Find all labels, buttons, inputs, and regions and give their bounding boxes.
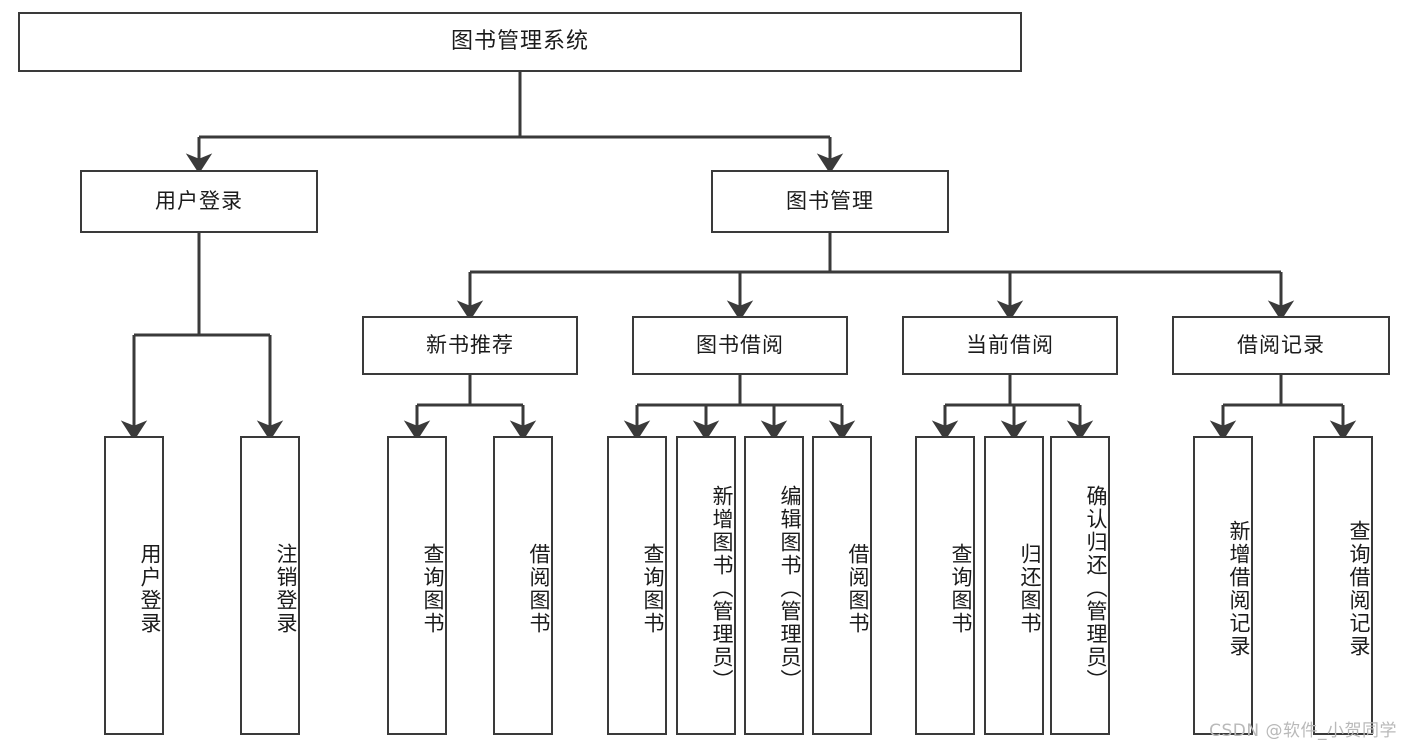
node-new-book-recommend[interactable]: 新书推荐: [362, 316, 578, 375]
node-book-management[interactable]: 图书管理: [711, 170, 949, 233]
node-borrow-record[interactable]: 借阅记录: [1172, 316, 1390, 375]
leaf-record-query-borrow-record[interactable]: 查询借阅记录: [1313, 436, 1373, 735]
leaf-user-login-signout[interactable]: 注销登录: [240, 436, 300, 735]
leaf-new-book-borrow[interactable]: 借阅图书: [493, 436, 553, 735]
leaf-borrow-add-book-admin[interactable]: 新增图书（管理员）: [676, 436, 736, 735]
leaf-current-confirm-return-admin[interactable]: 确认归还（管理员）: [1050, 436, 1110, 735]
node-root-system[interactable]: 图书管理系统: [18, 12, 1022, 72]
leaf-borrow-borrow-book[interactable]: 借阅图书: [812, 436, 872, 735]
node-book-borrow[interactable]: 图书借阅: [632, 316, 848, 375]
node-user-login[interactable]: 用户登录: [80, 170, 318, 233]
leaf-current-query-book[interactable]: 查询图书: [915, 436, 975, 735]
watermark: CSDN @软件_小贺同学: [1209, 721, 1397, 741]
leaf-user-login-signin[interactable]: 用户登录: [104, 436, 164, 735]
node-current-borrow[interactable]: 当前借阅: [902, 316, 1118, 375]
leaf-borrow-edit-book-admin[interactable]: 编辑图书（管理员）: [744, 436, 804, 735]
leaf-new-book-query[interactable]: 查询图书: [387, 436, 447, 735]
leaf-record-add-borrow-record[interactable]: 新增借阅记录: [1193, 436, 1253, 735]
leaf-borrow-query-book[interactable]: 查询图书: [607, 436, 667, 735]
leaf-current-return-book[interactable]: 归还图书: [984, 436, 1044, 735]
